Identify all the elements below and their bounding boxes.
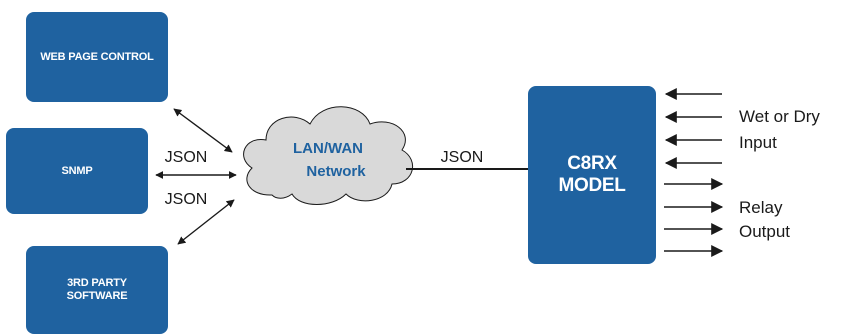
- model-label-line2: MODEL: [558, 175, 626, 196]
- third-party-software-box: 3RD PARTY SOFTWARE: [26, 246, 168, 334]
- json-label-upper: JSON: [165, 149, 208, 166]
- output-label-line2: Output: [739, 222, 790, 241]
- output-arrows: [664, 178, 724, 257]
- model-label-line1: C8RX: [567, 153, 617, 175]
- input-label-line2: Input: [739, 133, 777, 152]
- third-party-label-line1: 3RD PARTY: [67, 277, 127, 290]
- input-arrows: [664, 88, 722, 169]
- third-party-connector: [177, 199, 235, 245]
- cloud-label-line1: LAN/WAN: [293, 140, 363, 157]
- web-page-control-connector: [173, 108, 233, 153]
- input-label-line1: Wet or Dry: [739, 107, 820, 126]
- snmp-box: SNMP: [6, 128, 148, 214]
- json-label-lower: JSON: [165, 191, 208, 208]
- json-label-network-model: JSON: [441, 149, 484, 166]
- snmp-label: SNMP: [61, 164, 93, 177]
- cloud-label-line2: Network: [306, 163, 366, 180]
- c8rx-model-box: C8RX MODEL: [528, 86, 656, 264]
- third-party-label-line2: SOFTWARE: [66, 290, 128, 302]
- web-page-control-box: WEB PAGE CONTROL: [26, 12, 168, 102]
- output-label-line1: Relay: [739, 198, 783, 217]
- web-page-control-label: WEB PAGE CONTROL: [40, 50, 154, 63]
- lan-wan-network-cloud: LAN/WAN Network: [243, 106, 413, 205]
